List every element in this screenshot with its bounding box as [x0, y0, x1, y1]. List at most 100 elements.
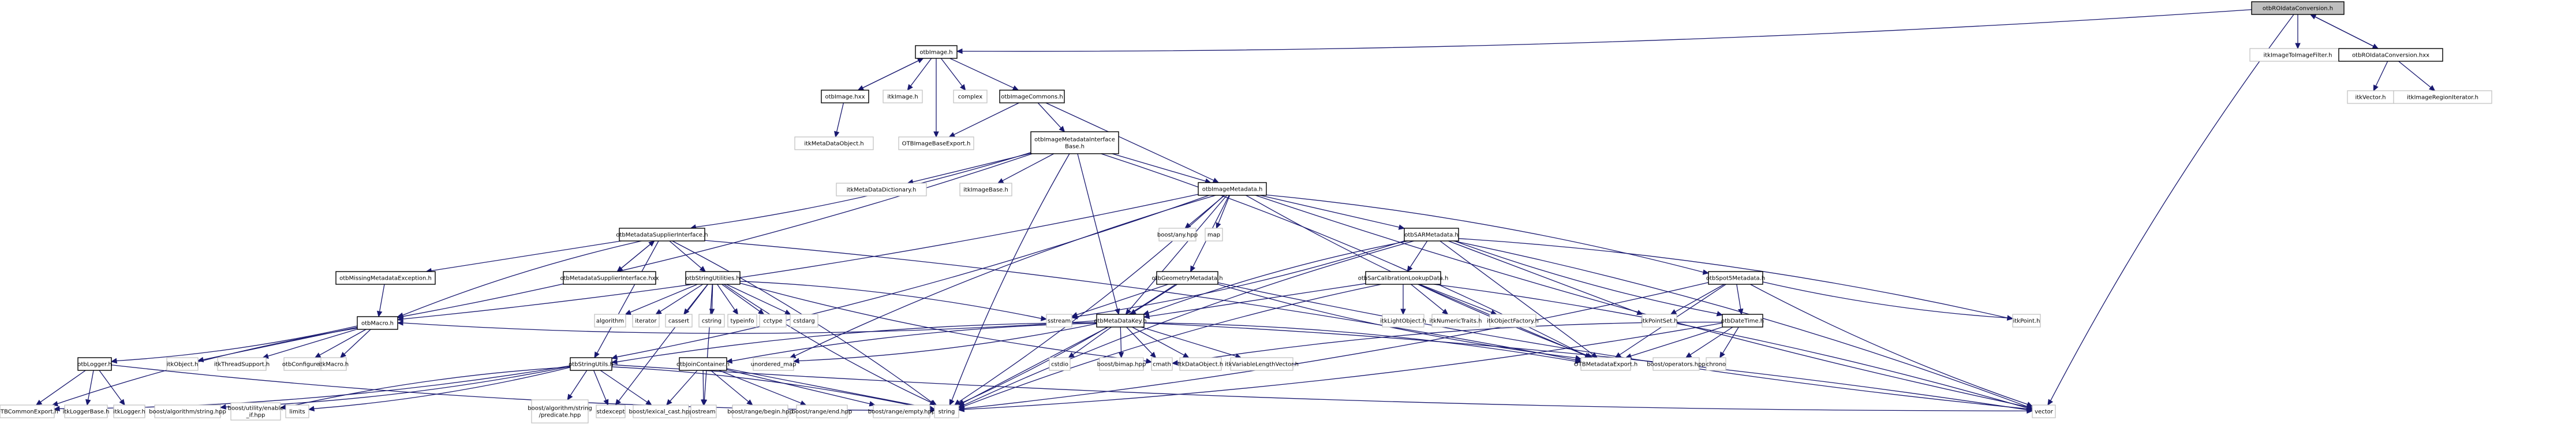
node-label: _if.hpp — [246, 413, 266, 419]
node-cctype: cctype — [759, 314, 787, 328]
node-otbStringUtils[interactable]: otbStringUtils.h — [569, 357, 614, 371]
node-otbImageCommons[interactable]: otbImageCommons.h — [999, 90, 1065, 103]
node-otbImage_hxx[interactable]: otbImage.hxx — [821, 90, 869, 103]
node-box — [1230, 357, 1293, 371]
edge-otbMetaDataKey-to-itkVariableLengthVector — [1141, 326, 1236, 357]
node-label: boost/range/end.hpp — [792, 409, 853, 415]
node-label: cstdarg — [793, 318, 814, 325]
node-box — [1046, 314, 1072, 328]
node-otbMetadataSupplierInterface_hxx[interactable]: otbMetadataSupplierInterface.hxx — [560, 271, 659, 285]
node-box — [335, 271, 436, 285]
edge-otbMacro-to-itkMacro — [343, 329, 371, 355]
node-box — [166, 357, 199, 371]
edge-otbMetadataSupplierInterface-to-otbStringUtils — [596, 240, 659, 354]
arrowhead-otbImage_h — [956, 48, 963, 54]
node-otbMetaDataKey[interactable]: otbMetaDataKey.h — [1094, 314, 1147, 328]
node-label: itkLogger.h — [113, 409, 145, 415]
edge-otbLogger-to-itkLoggerBase — [87, 370, 94, 400]
node-label: itkVariableLengthVector.h — [1225, 362, 1299, 368]
arrowhead-unordered_map — [789, 353, 797, 359]
node-box — [732, 404, 788, 418]
node-label: otbStringUtils.h — [569, 362, 614, 368]
node-itkVariableLengthVector: itkVariableLengthVector.h — [1225, 357, 1299, 371]
node-chrono: chrono — [1706, 357, 1726, 371]
node-box — [0, 404, 55, 418]
edge-otbImageMetadata-to-map — [1218, 195, 1231, 224]
arrowhead-OTBCommonExport — [35, 399, 43, 406]
edge-otbImage_h-to-complex — [940, 58, 963, 87]
edge-otbSarCalibrationLookupData-to-otbMetaDataKey — [1149, 283, 1366, 317]
edge-otbStringUtilities-to-algorithm — [630, 284, 698, 313]
edge-otbSpot5Metadata-to-string — [963, 282, 1709, 409]
node-otbGeometryMetadata[interactable]: otbGeometryMetadata.h — [1151, 271, 1223, 285]
edge-otbSARMetadata-to-OTBMetadataExport — [1440, 240, 1594, 355]
arrowhead-cstdio — [1068, 352, 1075, 358]
node-label: itkVector.h — [2356, 95, 2386, 101]
edge-otbSARMetadata-to-otbDateTime — [1454, 240, 1718, 314]
arrowhead-cmath — [1145, 358, 1153, 364]
nodes-layer: otbROIdataConversion.h itkImageToImageFil… — [0, 1, 2492, 424]
edge-otbLogger-to-itkLogger — [99, 370, 122, 402]
node-label: itkObjectFactory.h — [1487, 318, 1539, 325]
node-itkImageToImageFilter: itkImageToImageFilter.h — [2249, 48, 2346, 62]
arrowhead-otbMetaDataKey — [1142, 310, 1150, 316]
node-box — [1382, 314, 1425, 328]
node-box — [1099, 357, 1144, 371]
arrowhead-itkImageBase — [997, 178, 1004, 184]
arrowhead-limits — [308, 406, 315, 411]
node-label: otbDateTime.h — [1721, 318, 1764, 325]
node-otbMissingMetadataException[interactable]: otbMissingMetadataException.h — [335, 271, 436, 285]
edge-otbStringUtilities-to-stdexcept — [618, 284, 709, 402]
edge-otbImageMetadata-to-vector — [1255, 195, 2028, 407]
arrowhead-otbImageCommons — [1012, 85, 1019, 91]
node-box — [113, 404, 145, 418]
node-label: otbImageMetadataInterface — [1034, 137, 1115, 143]
node-otbSARMetadata[interactable]: otbSARMetadata.h — [1404, 228, 1459, 242]
arrowhead-otbConfigure — [314, 352, 321, 358]
arrowhead-boostOperators — [1685, 352, 1692, 358]
node-roi_h[interactable]: otbROIdataConversion.h — [2251, 1, 2345, 15]
node-label: typeinfo — [730, 318, 754, 325]
node-otbJoinContainer[interactable]: otbJoinContainer.h — [676, 357, 730, 371]
node-ostream: ostream — [690, 404, 717, 418]
arrowhead-OTBCommonExport — [53, 406, 60, 412]
node-cstdio: cstdio — [1049, 357, 1071, 371]
node-otbImageMetadata[interactable]: otbImageMetadata.h — [1198, 182, 1267, 196]
node-boostRangeEnd: boost/range/end.hpp — [792, 404, 853, 418]
node-itkMacro: itkMacro.h — [319, 357, 349, 371]
node-label: map — [1207, 232, 1220, 239]
node-otbDateTime[interactable]: otbDateTime.h — [1721, 314, 1764, 328]
edge-roi_hxx-to-itkImageRegionIterator — [2398, 61, 2431, 88]
edge-otbMetaDataKey-to-string — [963, 326, 1109, 403]
arrowhead-typeinfo — [732, 308, 739, 315]
node-label: cctype — [763, 318, 782, 325]
node-label: OTBImageBaseExport.h — [902, 141, 971, 147]
node-otbSpot5Metadata[interactable]: otbSpot5Metadata.h — [1706, 271, 1765, 285]
node-label: cmath — [1153, 362, 1171, 368]
node-otbSarCalibrationLookupData[interactable]: otbSarCalibrationLookupData.h — [1358, 271, 1449, 285]
arrowhead-itkLightObject — [1400, 309, 1406, 315]
edge-otbSARMetadata-to-otbSarCalibrationLookupData — [1409, 240, 1428, 268]
arrowhead-OTBImageBaseExport — [933, 131, 939, 138]
arrowhead-algorithm — [625, 310, 632, 315]
edge-otbImageMetadataInterfaceBase-to-otbImageMetadata — [1112, 153, 1206, 182]
node-box — [796, 404, 848, 418]
node-otbStringUtilities[interactable]: otbStringUtilities.h — [685, 271, 741, 285]
edge-otbMetaDataKey-to-unordered_map — [798, 323, 1097, 362]
node-label: itkNumericTraits.h — [1430, 318, 1482, 325]
node-itkThreadSupport: itkThreadSupport.h — [214, 357, 270, 371]
node-box — [217, 357, 267, 371]
edge-otbImage_h-to-otbImageCommons — [949, 58, 1014, 88]
node-itkMetaDataDictionary: itkMetaDataDictionary.h — [836, 183, 927, 196]
node-box — [959, 183, 1012, 196]
node-otbMetadataSupplierInterface[interactable]: otbMetadataSupplierInterface.h — [616, 228, 708, 242]
node-otbMacro[interactable]: otbMacro.h — [357, 316, 398, 330]
node-otbImage_h[interactable]: otbImage.h — [915, 45, 958, 59]
arrowhead-itkPoint — [2006, 315, 2014, 321]
edge-otbSarCalibrationLookupData-to-vector — [1433, 284, 2028, 409]
node-otbLogger[interactable]: otbLogger.h — [77, 357, 112, 371]
edge-otbMetadataSupplierInterface-to-otbStringUtilities — [669, 240, 702, 269]
edge-otbImageMetadataInterfaceBase-to-itkImageBase — [1002, 153, 1055, 181]
node-roi_hxx[interactable]: otbROIdataConversion.hxx — [2338, 48, 2443, 62]
